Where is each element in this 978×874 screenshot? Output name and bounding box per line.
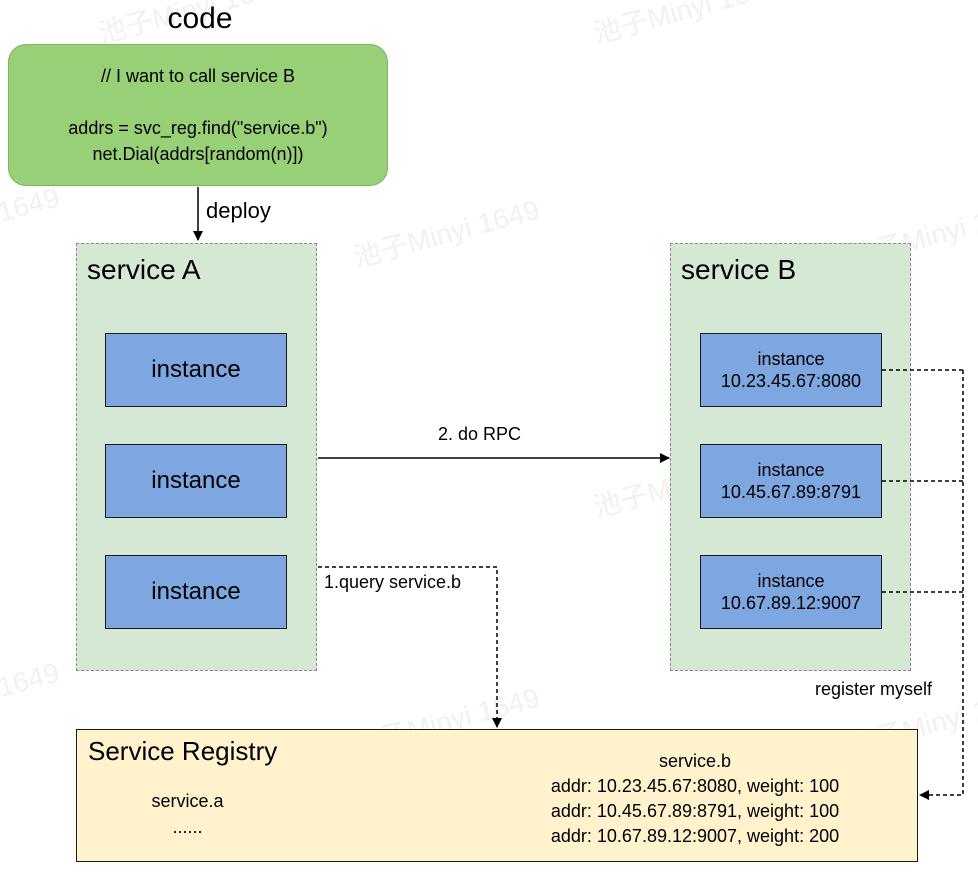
- service-a-instance: instance: [105, 333, 287, 407]
- deploy-label: deploy: [206, 198, 271, 223]
- query-label: 1.query service.b: [324, 572, 462, 592]
- registry-service-a: service.a ......: [120, 788, 255, 840]
- registry-service-b: service.b addr: 10.23.45.67:8080, weight…: [500, 749, 890, 849]
- instance-label: instance: [151, 578, 241, 605]
- service-a-instance: instance: [105, 555, 287, 629]
- query-arrow: [318, 566, 502, 728]
- service-a-instance: instance: [105, 444, 287, 518]
- instance-label: instance: [757, 460, 825, 480]
- service-b-instance: instance 10.45.67.89:8791: [700, 444, 882, 518]
- instance-address: 10.67.89.12:9007: [720, 593, 862, 613]
- service-registry-title: Service Registry: [88, 736, 278, 766]
- service-a-title: service A: [87, 254, 201, 285]
- instance-label: instance: [757, 349, 825, 369]
- instance-label: instance: [151, 356, 241, 383]
- registry-entry: addr: 10.67.89.12:9007, weight: 200: [550, 826, 840, 846]
- service-registry-box: [76, 729, 918, 862]
- register-arrow: [919, 370, 964, 800]
- instance-label: instance: [757, 571, 825, 591]
- do-rpc-label: 2. do RPC: [438, 424, 522, 444]
- registry-service-a-name: service.a: [151, 791, 224, 811]
- code-find-line: addrs = svc_reg.find("service.b"): [68, 118, 328, 138]
- service-b-title: service B: [681, 254, 797, 285]
- registry-entry: addr: 10.45.67.89:8791, weight: 100: [550, 801, 840, 821]
- instance-address: 10.23.45.67:8080: [720, 371, 862, 391]
- code-box: // I want to call service B addrs = svc_…: [8, 44, 388, 186]
- code-title: code: [167, 2, 233, 35]
- code-dial-line: net.Dial(addrs[random(n)]): [92, 144, 304, 164]
- registry-entry: addr: 10.23.45.67:8080, weight: 100: [550, 776, 840, 796]
- register-label: register myself: [813, 679, 935, 700]
- service-b-instance: instance 10.23.45.67:8080: [700, 333, 882, 407]
- instance-address: 10.45.67.89:8791: [720, 482, 862, 502]
- registry-service-a-more: ......: [172, 817, 203, 837]
- code-comment: // I want to call service B: [100, 66, 296, 86]
- service-b-instance: instance 10.67.89.12:9007: [700, 555, 882, 629]
- instance-label: instance: [151, 467, 241, 494]
- registry-service-b-name: service.b: [658, 751, 732, 771]
